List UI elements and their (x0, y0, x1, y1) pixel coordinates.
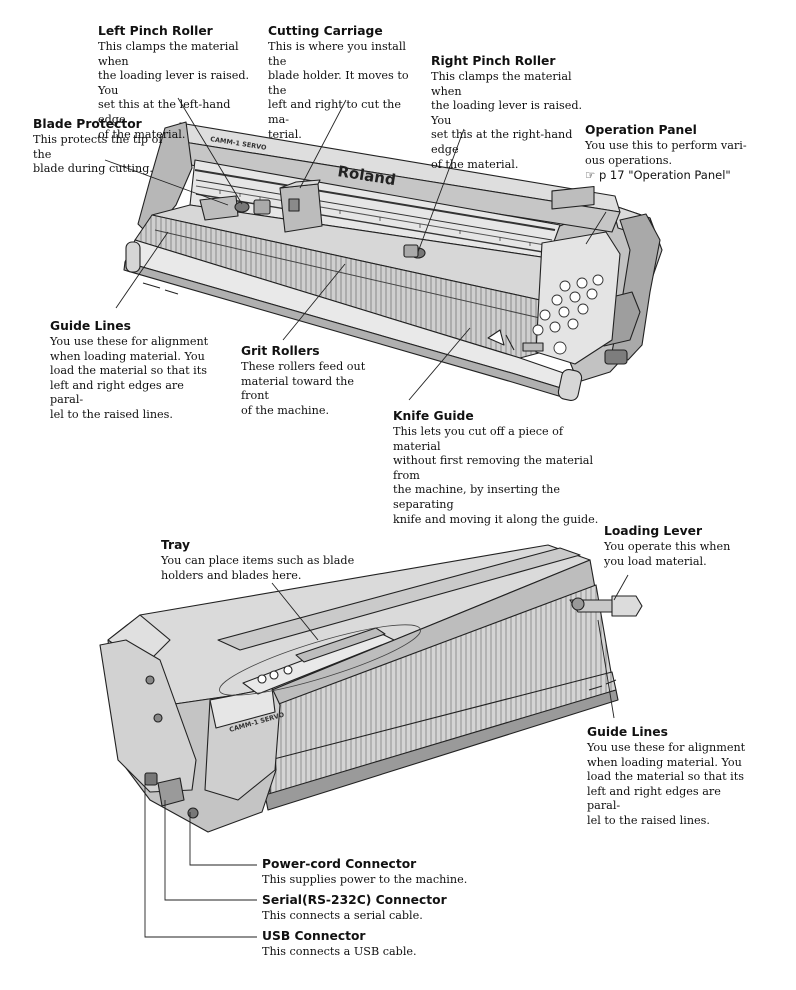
label-line: left and right edges are paral- (50, 378, 184, 407)
label-tray: Tray You can place items such as blade h… (161, 537, 361, 583)
label-title: USB Connector (262, 929, 366, 943)
label-line: load the material so that its (50, 364, 207, 378)
label-line: You use this to perform vari- (585, 139, 747, 152)
label-line: you load material. (604, 554, 707, 568)
label-knife-guide: Knife Guide This lets you cut off a piec… (393, 408, 613, 527)
label-line: blade holder. It moves to the (268, 69, 409, 97)
label-power-cord-connector: Power-cord Connector This supplies power… (262, 856, 492, 888)
label-cutting-carriage: Cutting Carriage This is where you insta… (268, 23, 418, 142)
label-title: Grit Rollers (241, 344, 320, 358)
label-line: knife and moving it along the guide. (393, 512, 599, 526)
label-grit-rollers: Grit Rollers These rollers feed out mate… (241, 343, 381, 418)
label-right-pinch-roller: Right Pinch Roller This clamps the mater… (431, 53, 601, 172)
label-line: the loading lever is raised. You (98, 69, 250, 97)
label-left-pinch-roller: Left Pinch Roller This clamps the materi… (98, 23, 260, 142)
label-title: Guide Lines (587, 725, 668, 739)
front-view (123, 121, 663, 401)
label-line: This is where you install the (268, 40, 407, 68)
label-title: Guide Lines (50, 319, 131, 333)
label-line: when loading material. You (587, 755, 742, 769)
label-line: This connects a USB cable. (262, 945, 417, 958)
label-operation-panel: Operation Panel You use this to perform … (585, 122, 757, 183)
label-line: material toward the front (241, 374, 354, 403)
label-usb-connector: USB Connector This connects a USB cable. (262, 928, 492, 960)
leader-lines (104, 97, 629, 938)
label-line: lel to the raised lines. (50, 407, 173, 421)
label-line: ous operations. (585, 153, 673, 167)
label-line: This connects a serial cable. (262, 909, 423, 922)
label-line: holders and blades here. (161, 568, 302, 582)
label-title: Blade Protector (33, 117, 142, 131)
label-guide-lines-back: Guide Lines You use these for alignment … (587, 724, 747, 829)
label-title: Right Pinch Roller (431, 54, 556, 68)
page-reference-link[interactable]: ☞ p 17 "Operation Panel" (585, 168, 731, 183)
label-line: load the material so that its (587, 770, 744, 784)
label-title: Power-cord Connector (262, 857, 417, 871)
label-line: These rollers feed out (241, 360, 366, 373)
label-line: This supplies power to the machine. (262, 873, 468, 886)
label-serial-connector: Serial(RS-232C) Connector This connects … (262, 892, 492, 924)
label-line: left and right to cut the ma- (268, 98, 401, 126)
label-line: This protects the tip of the (33, 133, 163, 161)
label-line: the loading lever is raised. You (431, 99, 583, 127)
label-guide-lines-front: Guide Lines You use these for alignment … (50, 318, 210, 423)
label-line: of the machine. (241, 403, 330, 417)
label-line: lel to the raised lines. (587, 813, 710, 827)
label-title: Left Pinch Roller (98, 24, 213, 38)
label-title: Cutting Carriage (268, 24, 383, 38)
label-line: You use these for alignment (50, 335, 209, 348)
label-line: terial. (268, 127, 302, 141)
label-line: This clamps the material when (98, 40, 239, 68)
label-line: You operate this when (604, 540, 731, 553)
label-line: You can place items such as blade (161, 554, 355, 567)
label-line: when loading material. You (50, 349, 205, 363)
label-title: Tray (161, 538, 191, 552)
label-line: blade during cutting. (33, 162, 153, 176)
label-line: of the material. (431, 157, 519, 171)
label-line: set this at the right-hand edge (431, 128, 573, 156)
label-title: Loading Lever (604, 524, 703, 538)
label-blade-protector: Blade Protector This protects the tip of… (33, 116, 183, 177)
label-line: left and right edges are paral- (587, 784, 721, 813)
label-line: This lets you cut off a piece of materia… (393, 425, 564, 453)
back-view (99, 544, 643, 833)
label-title: Knife Guide (393, 409, 474, 423)
label-loading-lever: Loading Lever You operate this when you … (604, 523, 754, 569)
label-line: set this at the left-hand edge (98, 98, 231, 126)
label-line: the machine, by inserting the separating (393, 483, 560, 511)
label-line: You use these for alignment (587, 741, 746, 754)
label-title: Operation Panel (585, 123, 697, 137)
label-line: of the material. (98, 127, 186, 141)
tray-highlight (219, 624, 421, 696)
label-line: without first removing the material from (393, 454, 594, 482)
label-title: Serial(RS-232C) Connector (262, 893, 447, 907)
label-line: This clamps the material when (431, 70, 572, 98)
